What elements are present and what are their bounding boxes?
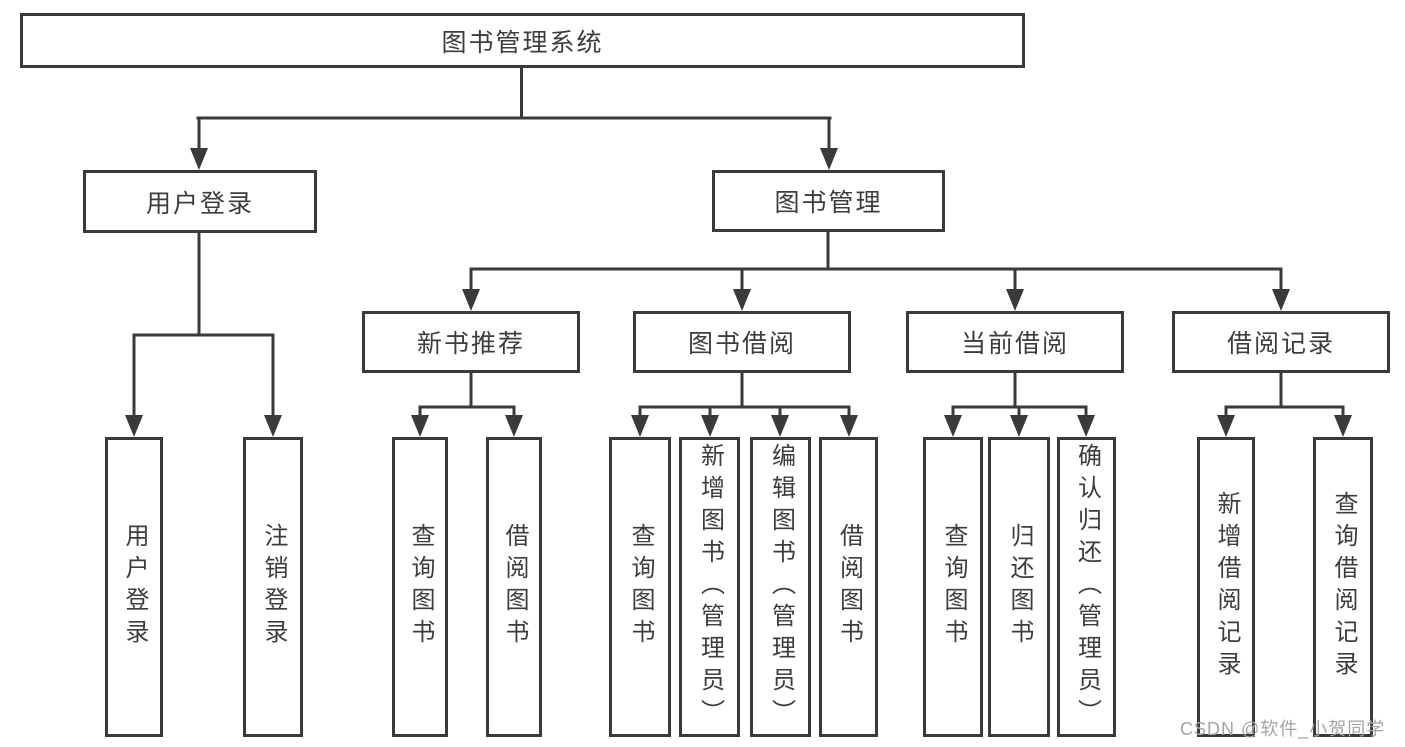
node-return-books: 归还图书 xyxy=(988,437,1050,737)
node-current-borrowing: 当前借阅 xyxy=(906,311,1124,373)
node-label: 查询图书 xyxy=(940,523,967,651)
node-label: 当前借阅 xyxy=(960,330,1069,358)
node-query-books-borrow: 查询图书 xyxy=(609,437,671,737)
node-label: 新增借阅记录 xyxy=(1213,491,1240,683)
node-label: 新书推荐 xyxy=(416,330,525,358)
node-query-borrow-record: 查询借阅记录 xyxy=(1313,437,1373,737)
node-borrowing-records: 借阅记录 xyxy=(1172,311,1390,373)
node-new-book-recommendation: 新书推荐 xyxy=(362,311,580,373)
node-library-management-system: 图书管理系统 xyxy=(20,13,1025,68)
node-label: 图书管理系统 xyxy=(441,28,604,57)
node-book-management: 图书管理 xyxy=(712,170,945,232)
csdn-watermark: CSDN @软件_小贺同学 xyxy=(1180,719,1386,739)
node-label: 借阅记录 xyxy=(1226,330,1335,358)
node-label: 图书借阅 xyxy=(687,330,796,358)
connector-lines xyxy=(132,66,1345,419)
node-label: 用户登录 xyxy=(121,523,148,651)
node-label: 编辑图书（管理员） xyxy=(767,443,795,731)
arrowheads xyxy=(125,148,1352,437)
node-label: 注销登录 xyxy=(260,523,287,651)
node-edit-books-admin: 编辑图书（管理员） xyxy=(750,437,811,737)
node-confirm-return-admin: 确认归还（管理员） xyxy=(1057,437,1116,737)
node-label: 查询借阅记录 xyxy=(1330,491,1357,683)
node-user-login-leaf: 用户登录 xyxy=(105,437,163,737)
node-query-books-current: 查询图书 xyxy=(923,437,983,737)
node-book-borrowing: 图书借阅 xyxy=(633,311,851,373)
node-user-login: 用户登录 xyxy=(83,170,317,233)
node-label: 查询图书 xyxy=(627,523,654,651)
node-label: 新增图书（管理员） xyxy=(696,443,724,731)
node-borrow-books: 借阅图书 xyxy=(819,437,878,737)
node-label: 用户登录 xyxy=(145,189,254,218)
node-add-books-admin: 新增图书（管理员） xyxy=(679,437,740,737)
node-borrow-books-recommend: 借阅图书 xyxy=(486,437,542,737)
node-logout: 注销登录 xyxy=(243,437,303,737)
node-query-books-recommend: 查询图书 xyxy=(392,437,448,737)
node-label: 查询图书 xyxy=(407,523,434,651)
node-label: 借阅图书 xyxy=(835,523,863,651)
node-add-borrow-record: 新增借阅记录 xyxy=(1197,437,1255,737)
node-label: 归还图书 xyxy=(1006,523,1033,651)
node-label: 借阅图书 xyxy=(501,523,528,651)
node-label: 图书管理 xyxy=(774,189,883,217)
node-label: 确认归还（管理员） xyxy=(1073,443,1101,731)
